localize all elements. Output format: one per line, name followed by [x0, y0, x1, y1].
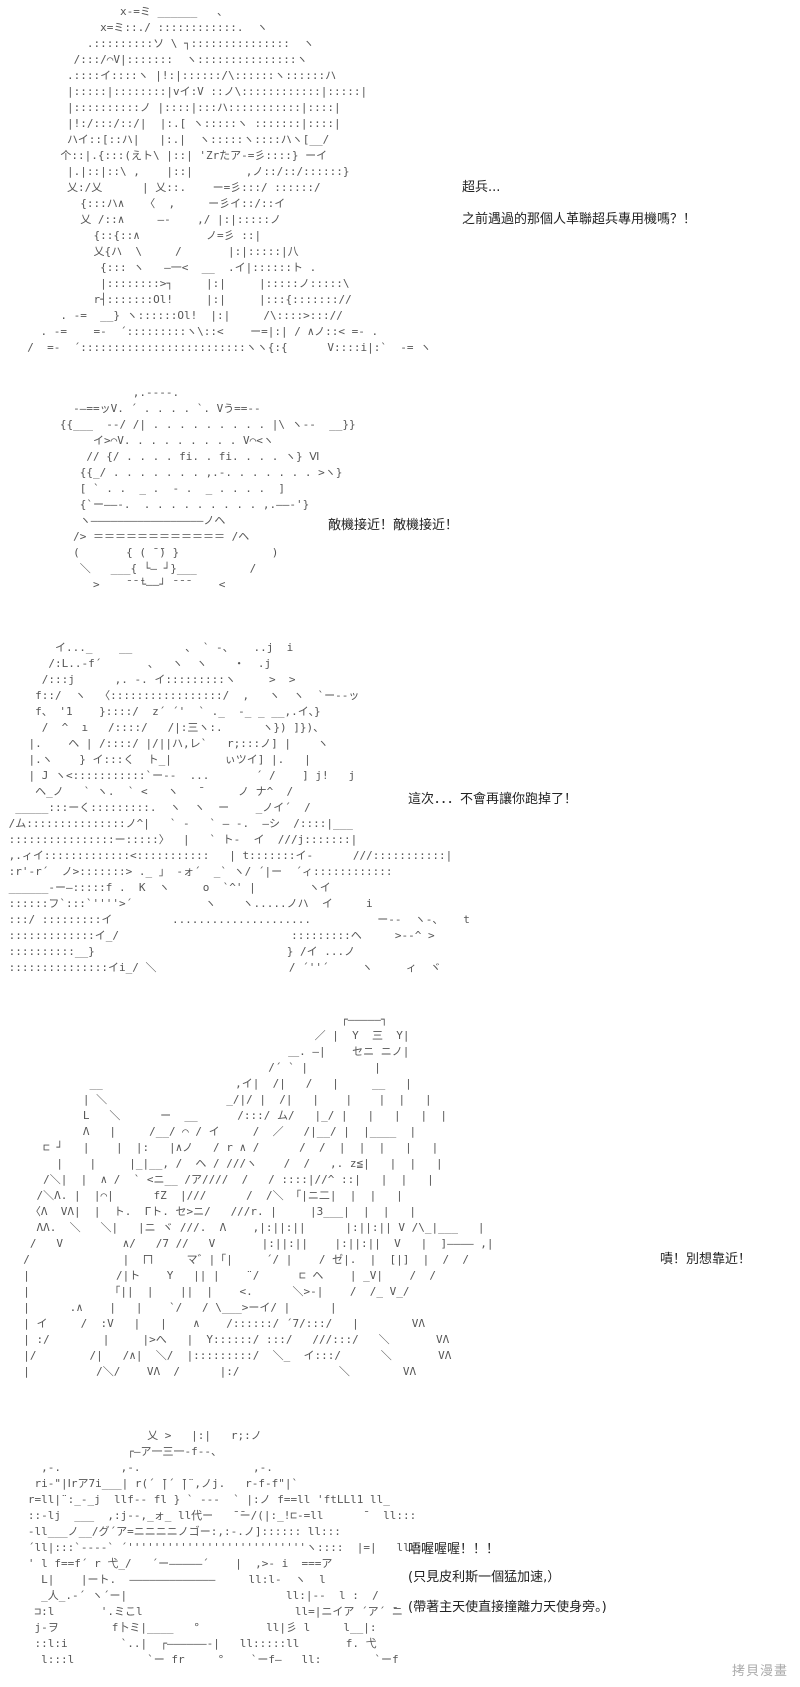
- caption-5a: 唔喔喔喔！！！: [408, 1542, 500, 1557]
- ascii-art-panel-5: 乂 > |:| r;:ノ ┌―ア一三一-f--、 ,-. ,-. ,-. ri-…: [27, 1429, 430, 1666]
- caption-5c: (帶著主天使直接撞離力天使身旁。): [408, 1600, 607, 1615]
- ascii-art-panel-2: ,.----. -―==ッV. ´ . . . . `. Vう==-- {{__…: [59, 386, 356, 591]
- ascii-art-panel-1: x-=ミ ______ 、 x=ミ::./ ::::::::::::. ヽ .:…: [27, 5, 432, 354]
- caption-5b: (只見皮利斯一個猛加速,）: [408, 1570, 561, 1585]
- caption-1a: 超兵...: [462, 180, 501, 195]
- caption-1b: 之前遇過的那個人革聯超兵專用機嗎？！: [462, 212, 697, 227]
- caption-2: 敵機接近！敵機接近！: [328, 518, 459, 533]
- watermark: 拷貝漫畫: [731, 1664, 788, 1679]
- ascii-art-panel-3: イ..._ __ 、 ` -、 ..j i /:L..-f´ 、 ヽ ヽ ・ .…: [8, 641, 470, 974]
- ascii-art-panel-4: ┌―――――┐ ／ | Y 三 Y| ＿. ―| セニ ニノ| /´ ` | |…: [23, 1013, 494, 1378]
- caption-4: 嘖！別想靠近！: [660, 1252, 752, 1267]
- caption-3: 這次．．．不會再讓你跑掉了！: [408, 792, 578, 807]
